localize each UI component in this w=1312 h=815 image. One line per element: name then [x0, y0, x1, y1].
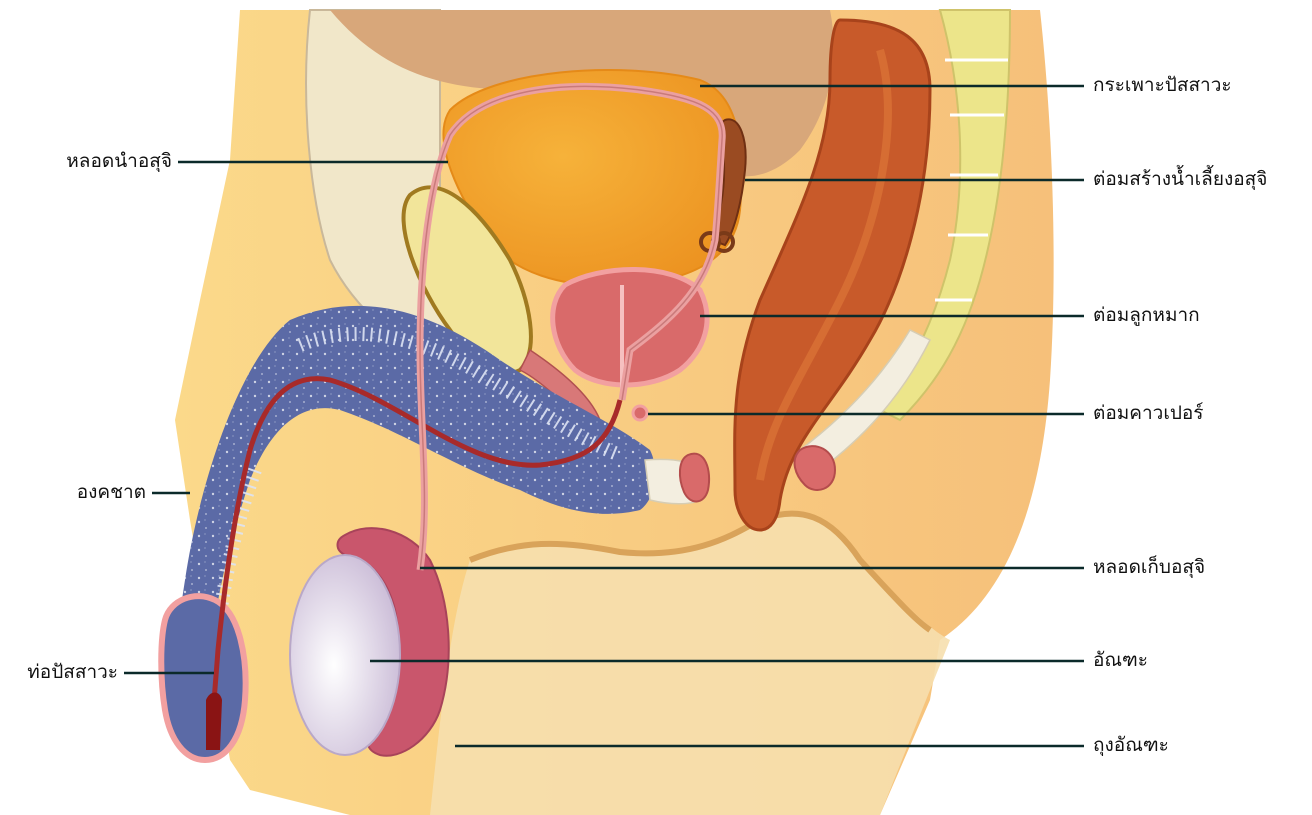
label-vas-deferens: หลอดนำอสุจิ — [66, 152, 172, 171]
label-cowper-gland: ต่อมคาวเปอร์ — [1093, 404, 1204, 423]
label-epididymis: หลอดเก็บอสุจิ — [1093, 558, 1205, 577]
label-testis: อัณฑะ — [1093, 651, 1148, 670]
glans — [161, 596, 245, 760]
cowper-gland — [633, 406, 647, 420]
label-penis: องคชาต — [77, 483, 146, 502]
testis — [290, 555, 400, 755]
label-scrotum: ถุงอัณฑะ — [1093, 736, 1169, 755]
label-bladder: กระเพาะปัสสาวะ — [1093, 76, 1232, 95]
label-urethra: ท่อปัสสาวะ — [27, 663, 118, 682]
label-seminal-vesicle: ต่อมสร้างน้ำเลี้ยงอสุจิ — [1093, 170, 1267, 189]
bulb-sphincter — [680, 454, 709, 502]
urethra-meatus — [206, 693, 222, 751]
label-prostate: ต่อมลูกหมาก — [1093, 306, 1200, 325]
